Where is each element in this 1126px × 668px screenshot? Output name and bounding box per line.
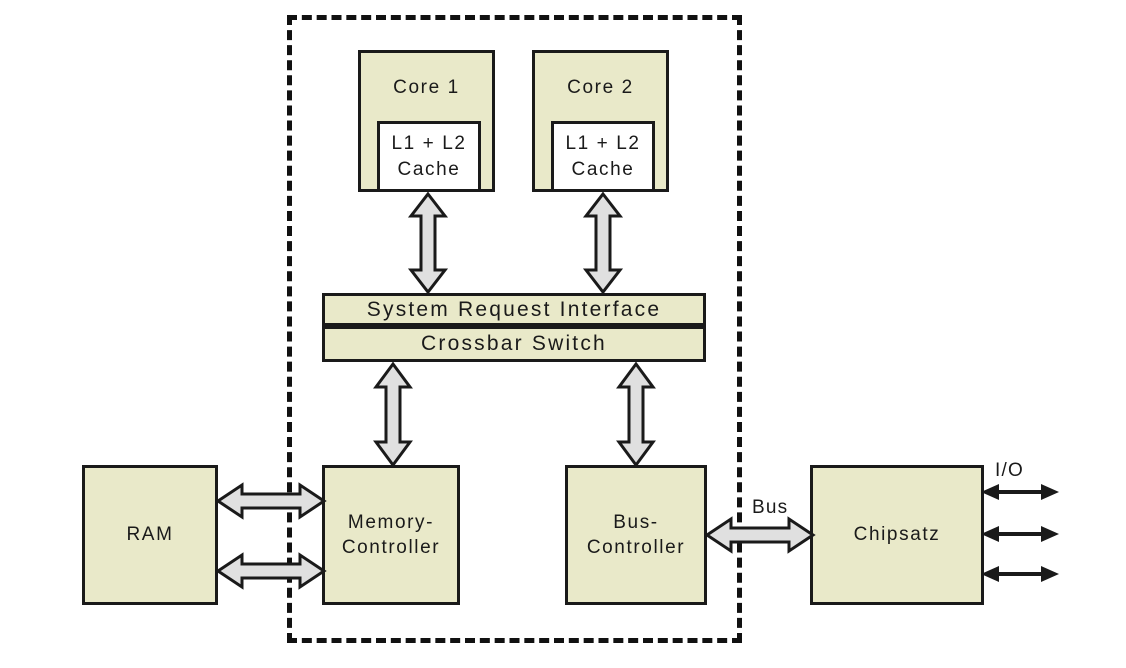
crossbar-to-bus-controller-arrow xyxy=(616,361,656,468)
core1-to-sri-arrow xyxy=(407,191,449,295)
bus-label: Bus xyxy=(752,497,789,518)
core-1-cache-label: L1 + L2 Cache xyxy=(391,132,467,180)
io-arrow-2 xyxy=(981,526,1059,542)
ram-box[interactable]: RAM xyxy=(82,465,218,605)
chipsatz-label: Chipsatz xyxy=(853,524,941,546)
core-2-cache-box[interactable]: L1 + L2 Cache xyxy=(551,121,655,192)
ram-label: RAM xyxy=(126,524,174,546)
core-2-cache-label: L1 + L2 Cache xyxy=(565,132,641,180)
ram-to-memory-controller-lower-arrow xyxy=(215,552,327,590)
io-label: I/O xyxy=(995,460,1024,481)
core2-to-sri-arrow xyxy=(582,191,624,295)
memory-controller-label: Memory- Controller xyxy=(341,511,441,558)
io-arrow-1 xyxy=(981,484,1059,500)
core-1-cache-box[interactable]: L1 + L2 Cache xyxy=(377,121,481,192)
crossbar-switch-label: Crossbar Switch xyxy=(421,332,607,356)
system-request-interface-bar[interactable]: System Request Interface xyxy=(322,293,706,326)
system-request-interface-label: System Request Interface xyxy=(366,297,662,321)
crossbar-to-memory-controller-arrow xyxy=(373,361,413,468)
core-2-label: Core 2 xyxy=(567,77,634,98)
ram-to-memory-controller-upper-arrow xyxy=(215,482,327,520)
bus-controller-to-chipsatz-arrow xyxy=(704,516,816,554)
bus-controller-label: Bus- Controller xyxy=(586,511,686,558)
bus-controller-box[interactable]: Bus- Controller xyxy=(565,465,707,605)
crossbar-switch-bar[interactable]: Crossbar Switch xyxy=(322,326,706,362)
memory-controller-box[interactable]: Memory- Controller xyxy=(322,465,460,605)
io-arrow-3 xyxy=(981,566,1059,582)
chipsatz-box[interactable]: Chipsatz xyxy=(810,465,984,605)
core-1-label: Core 1 xyxy=(393,77,460,98)
